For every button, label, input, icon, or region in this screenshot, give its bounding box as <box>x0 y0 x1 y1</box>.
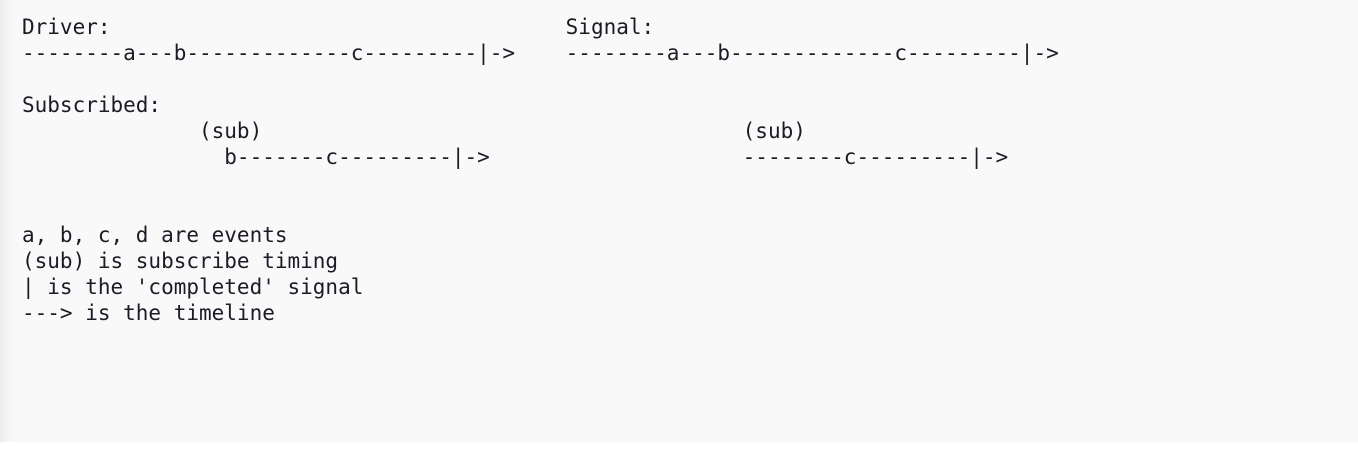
legend-events: a, b, c, d are events <box>22 223 288 247</box>
row-spacer-3 <box>22 196 1358 222</box>
ascii-diagram-text: Driver: Signal:--------a---b------------… <box>0 14 1358 326</box>
row-subscribed-label: Subscribed: <box>22 93 162 117</box>
legend-subscribe: (sub) is subscribe timing <box>22 249 339 273</box>
row-sub-timelines: b-------c---------|-> --------c---------… <box>22 145 1009 169</box>
legend-timeline: ---> is the timeline <box>22 301 275 325</box>
row-headers: Driver: Signal: <box>22 15 655 39</box>
row-sub-markers: (sub) (sub) <box>22 119 806 143</box>
row-spacer-1 <box>22 66 1358 92</box>
row-timelines: --------a---b-------------c---------|-> … <box>22 41 1059 65</box>
ascii-diagram-block: Driver: Signal:--------a---b------------… <box>0 0 1358 452</box>
legend-completed: | is the 'completed' signal <box>22 275 364 299</box>
bottom-edge-sliver <box>0 442 1358 452</box>
row-spacer-2 <box>22 170 1358 196</box>
